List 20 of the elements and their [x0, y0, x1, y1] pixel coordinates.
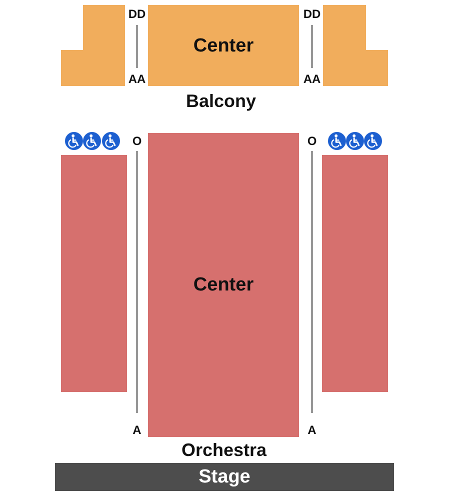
row-letter: A [308, 424, 316, 436]
seating-section [148, 5, 299, 86]
section-name: Center [193, 36, 254, 55]
row-letter: DD [128, 8, 146, 20]
row-letter: O [132, 135, 142, 147]
seating-section [323, 5, 388, 86]
stage [55, 463, 394, 491]
seating-section [61, 5, 125, 86]
row-letter: AA [128, 73, 146, 85]
row-letter: A [132, 424, 142, 436]
row-letter: DD [303, 8, 321, 20]
row-letter: AA [303, 73, 321, 85]
seating-section [322, 155, 388, 392]
seating-section [61, 155, 127, 392]
level-name: Balcony [186, 92, 256, 110]
level-name: Orchestra [181, 441, 267, 459]
seating-section [148, 133, 299, 437]
row-letter: O [307, 135, 317, 147]
stage-label: Stage [198, 468, 250, 486]
section-name: Center [193, 276, 254, 294]
